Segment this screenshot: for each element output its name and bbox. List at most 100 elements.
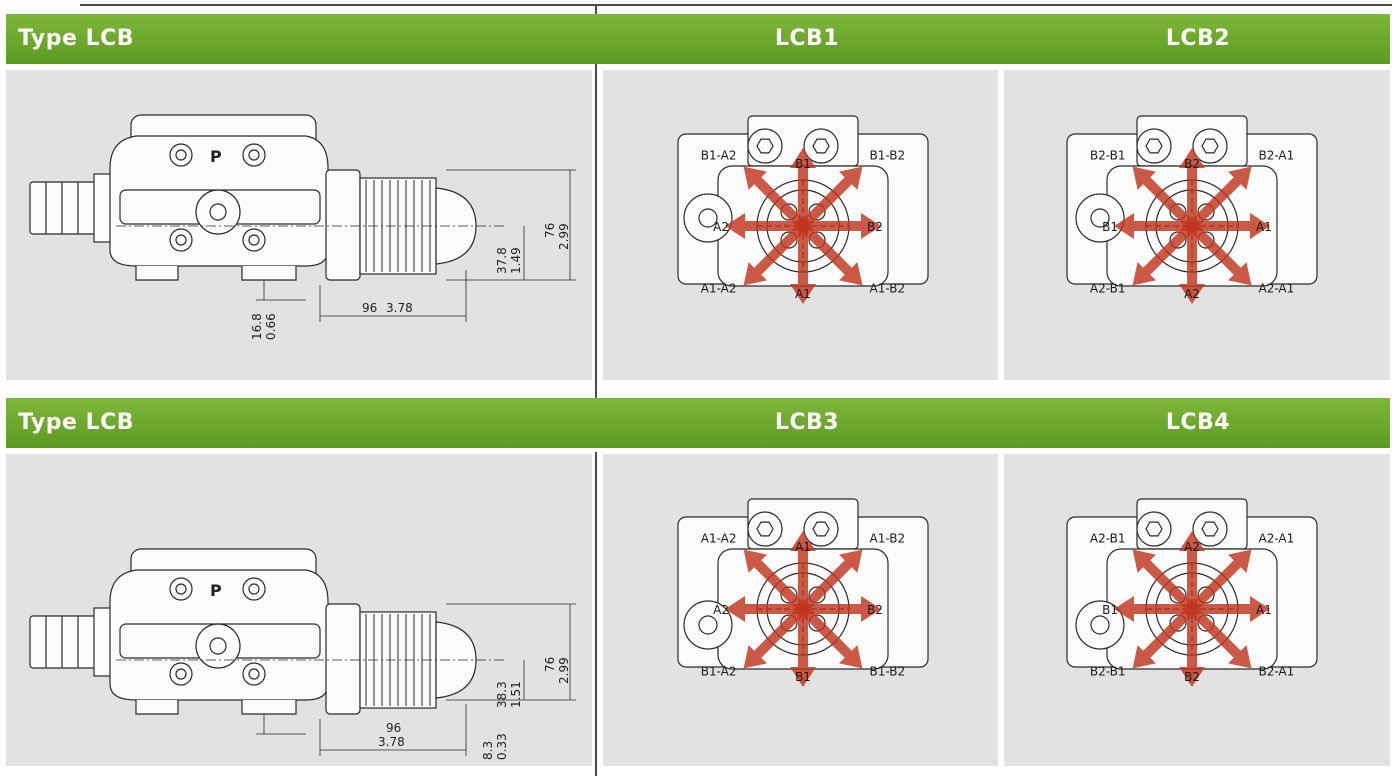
dimensions: [256, 169, 576, 322]
column-divider: [595, 64, 597, 384]
type-label: Type LCB: [18, 410, 134, 435]
arrow-sw: [1132, 222, 1196, 286]
arrow-s: [790, 609, 816, 687]
dim-center: 38.3: [495, 681, 509, 708]
port-label-se: A1-B2: [870, 282, 906, 296]
bracket: [241, 700, 297, 715]
port-label-s: A1: [795, 287, 811, 301]
arrow-nw: [1132, 549, 1196, 613]
bolt-hole: [248, 668, 260, 680]
port-label-n: A2: [1184, 540, 1200, 554]
side-fitting-core: [698, 208, 718, 228]
column-divider: [595, 384, 597, 400]
column-divider: [595, 452, 597, 776]
port-label-nw: B1-A2: [701, 149, 737, 163]
dim-length: 96: [386, 721, 401, 735]
bolt-hole: [248, 234, 260, 246]
arrow-s: [1179, 609, 1205, 687]
port-label-se: B2-A1: [1259, 665, 1295, 679]
bolt-head: [1201, 138, 1219, 154]
dimensions: [256, 603, 576, 756]
bolt-head: [1145, 138, 1163, 154]
collar: [93, 607, 113, 677]
direction-arrows: [1114, 531, 1270, 687]
section-header: Type LCB LCB1 LCB2: [6, 14, 1390, 64]
variant-title: LCB1: [774, 26, 840, 51]
arrow-e: [803, 213, 881, 239]
arrow-ne: [799, 166, 863, 230]
port-label-nw: B2-B1: [1090, 149, 1126, 163]
bracket: [241, 266, 297, 281]
arrow-nw: [1132, 166, 1196, 230]
arrow-se: [1188, 222, 1252, 286]
shaft: [29, 181, 99, 235]
arrow-e: [1192, 596, 1270, 622]
arrow-w: [1114, 213, 1192, 239]
direction-arrows: [725, 148, 881, 304]
dim-length-inch: 3.78: [378, 735, 405, 749]
dim-offset: 16.8: [250, 313, 264, 340]
arrow-ne: [1188, 549, 1252, 613]
port-label-e: A1: [1256, 220, 1272, 234]
port-hole: [209, 203, 227, 221]
dim-length: 96: [362, 301, 377, 315]
end-cap: [435, 187, 477, 265]
port-label-w: B1: [1102, 603, 1118, 617]
port-label-e: A1: [1256, 603, 1272, 617]
port-label-ne: B2-A1: [1259, 149, 1295, 163]
port-label-e: B2: [867, 220, 883, 234]
type-label: Type LCB: [18, 26, 134, 51]
dim-center: 37.8: [495, 247, 509, 274]
port-label-sw: B1-A2: [701, 665, 737, 679]
dim-height: 76: [543, 657, 557, 672]
arrow-se: [1188, 605, 1252, 669]
arrow-e: [1192, 213, 1270, 239]
bolt-head: [812, 138, 830, 154]
arrow-w: [725, 596, 803, 622]
port-label-n: B1: [795, 157, 811, 171]
arrow-w: [725, 213, 803, 239]
arrow-sw: [1132, 605, 1196, 669]
dim-offset: 8.3: [481, 741, 495, 760]
port-label-ne: A1-B2: [870, 532, 906, 546]
shaft: [29, 615, 99, 669]
arrow-n: [790, 531, 816, 609]
port-label-ne: A2-A1: [1259, 532, 1295, 546]
direction-arrows: [725, 531, 881, 687]
actuator-flange: [325, 169, 361, 281]
dim-height: 76: [543, 223, 557, 238]
arrow-sw: [743, 222, 807, 286]
arrow-nw: [743, 166, 807, 230]
arrow-n: [1179, 531, 1205, 609]
arrow-se: [799, 222, 863, 286]
side-fitting-core: [698, 615, 718, 635]
arrow-s: [790, 226, 816, 304]
end-cap: [435, 621, 477, 699]
bolt-hole: [175, 668, 187, 680]
variant-title: LCB2: [1165, 26, 1231, 51]
port-label-w: A2: [713, 603, 729, 617]
arrow-n: [1179, 148, 1205, 226]
direction-arrows: [1114, 148, 1270, 304]
port-label-n: A1: [795, 540, 811, 554]
dim-offset-inch: 0.66: [264, 313, 278, 340]
port-label-ne: B1-B2: [870, 149, 906, 163]
port-label-s: B2: [1184, 670, 1200, 684]
bolt-head: [812, 521, 830, 537]
port-label-n: B2: [1184, 157, 1200, 171]
arrow-w: [1114, 596, 1192, 622]
arrow-n: [790, 148, 816, 226]
variant-title: LCB4: [1165, 410, 1231, 435]
side-fitting-core: [1090, 615, 1110, 635]
